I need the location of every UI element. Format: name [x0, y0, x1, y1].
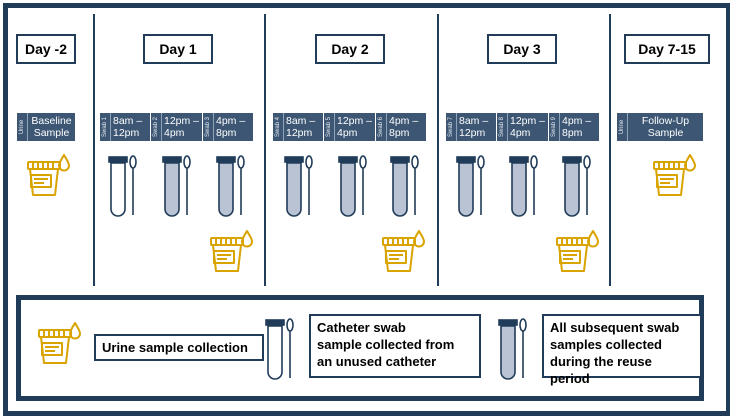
swab-tube-unused-icon	[108, 155, 137, 217]
swab-tube-reuse-icon	[456, 155, 485, 217]
day-title-day-1: Day 1	[143, 34, 213, 64]
column-separator	[93, 14, 95, 286]
swab-time: 4pm – 8pm	[389, 115, 419, 139]
urine-cup-icon	[653, 154, 696, 196]
swab-time: 8am – 12pm	[113, 115, 143, 139]
swab-number-label: Swab 2	[151, 113, 162, 141]
legend-urine-text: Urine sample collection	[94, 334, 264, 361]
swab-6-box: Swab 6 4pm – 8pm	[376, 113, 426, 141]
swab-time: 12pm – 4pm	[337, 115, 373, 139]
swab-time: 12pm – 4pm	[164, 115, 200, 139]
swab-7-box: Swab 7 8am – 12pm	[446, 113, 496, 141]
urine-cup-icon	[382, 230, 425, 272]
sample-type-label: Urine	[17, 113, 28, 141]
swab-time: 8am – 12pm	[459, 115, 489, 139]
legend-unused-catheter-text: Catheter swab sample collected from an u…	[309, 314, 481, 378]
swab-number-label: Swab 6	[376, 113, 387, 141]
swab-8-box: Swab 8 12pm – 4pm	[497, 113, 548, 141]
swab-5-box: Swab 5 12pm – 4pm	[324, 113, 375, 141]
urine-cup-icon	[27, 154, 70, 196]
swab-number-label: Swab 7	[446, 113, 457, 141]
baseline-urine-sample-box: Urine Baseline Sample	[17, 113, 75, 141]
swab-time: 8am – 12pm	[286, 115, 316, 139]
column-separator	[264, 14, 266, 286]
swab-time: 4pm – 8pm	[562, 115, 592, 139]
swab-time: 4pm – 8pm	[216, 115, 246, 139]
swab-time: 12pm – 4pm	[510, 115, 546, 139]
swab-number-label: Swab 9	[549, 113, 560, 141]
urine-cup-icon	[210, 230, 253, 272]
swab-tube-reuse-icon	[509, 155, 538, 217]
swab-number-label: Swab 4	[273, 113, 284, 141]
swab-number-label: Swab 3	[203, 113, 214, 141]
swab-tube-reuse-icon	[162, 155, 191, 217]
swab-1-box: Swab 1 8am – 12pm	[100, 113, 150, 141]
swab-tube-reuse-icon	[216, 155, 245, 217]
swab-number-label: Swab 8	[497, 113, 508, 141]
sample-type-label: Urine	[617, 113, 628, 141]
swab-tube-reuse-icon	[390, 155, 419, 217]
follow-up-urine-sample-box: Urine Follow-Up Sample	[617, 113, 703, 141]
swab-tube-reuse-icon	[498, 318, 527, 380]
swab-tube-unused-icon	[265, 318, 294, 380]
legend-reuse-period-text: All subsequent swab samples collected du…	[542, 314, 702, 386]
column-separator	[609, 14, 611, 286]
swab-tube-reuse-icon	[284, 155, 313, 217]
legend: Urine sample collection Catheter swab sa…	[16, 295, 704, 401]
swab-tube-reuse-icon	[562, 155, 591, 217]
swab-2-box: Swab 2 12pm – 4pm	[151, 113, 202, 141]
day-title-day-7-15: Day 7-15	[624, 34, 710, 64]
swab-3-box: Swab 3 4pm – 8pm	[203, 113, 253, 141]
swab-tube-reuse-icon	[338, 155, 367, 217]
sample-text: Follow-Up Sample	[641, 115, 690, 139]
day-title-day-2: Day 2	[315, 34, 385, 64]
day-title-day-minus-2: Day -2	[16, 34, 76, 64]
urine-cup-icon	[556, 230, 599, 272]
urine-cup-icon	[38, 322, 81, 364]
sample-text: Baseline Sample	[31, 115, 72, 139]
swab-number-label: Swab 1	[100, 113, 111, 141]
swab-9-box: Swab 9 4pm – 8pm	[549, 113, 599, 141]
column-separator	[437, 14, 439, 286]
swab-number-label: Swab 5	[324, 113, 335, 141]
day-title-day-3: Day 3	[487, 34, 557, 64]
swab-4-box: Swab 4 8am – 12pm	[273, 113, 323, 141]
